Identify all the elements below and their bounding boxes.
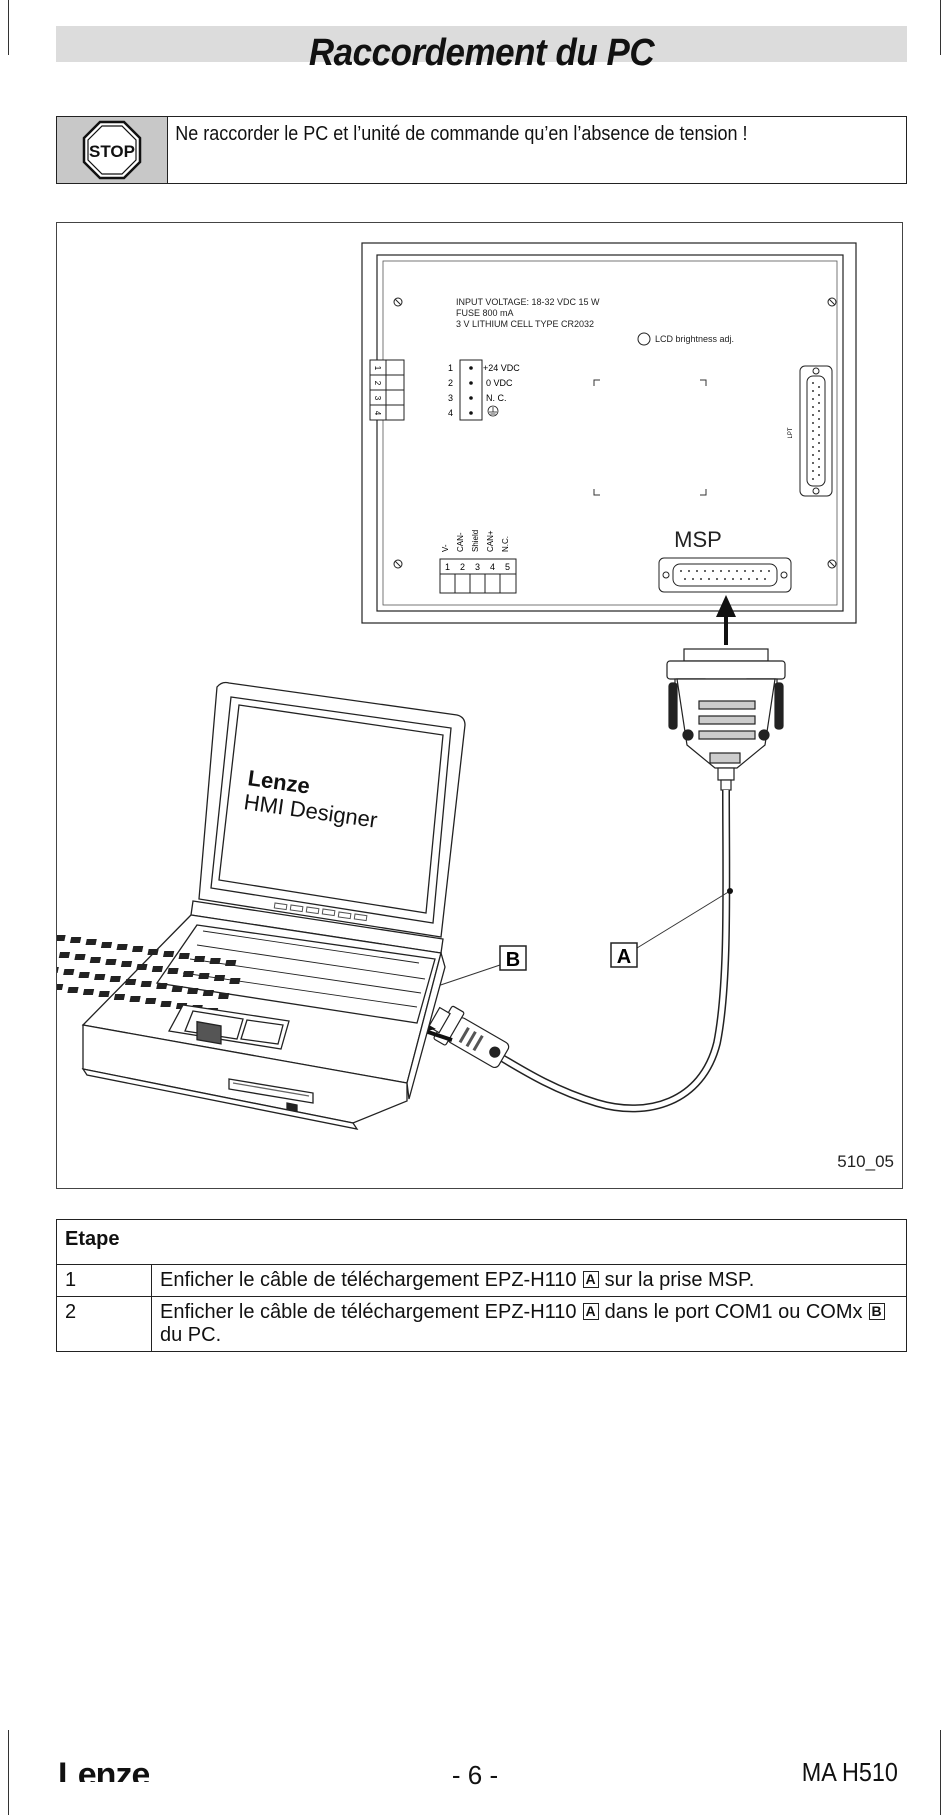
- panel-info-line-2: FUSE 800 mA: [456, 308, 514, 318]
- callout-a: A: [610, 888, 733, 968]
- callout-b-label: B: [506, 949, 520, 971]
- stop-sign-icon: STOP: [82, 120, 142, 180]
- stop-sign-text: STOP: [89, 142, 135, 161]
- figure-id: 510_05: [837, 1152, 894, 1171]
- steps-header: Etape: [56, 1219, 907, 1265]
- step-text-part: du PC.: [160, 1324, 222, 1346]
- power-pin-3: 3: [448, 393, 453, 403]
- warning-icon-cell: STOP: [57, 117, 168, 183]
- insert-arrow-up-icon: [716, 595, 736, 645]
- power-pin-1: 1: [448, 363, 453, 373]
- power-label-nc: N. C.: [486, 393, 507, 403]
- can-pin-4: 4: [490, 562, 495, 572]
- title-bar: [56, 26, 907, 62]
- can-pin-5: 5: [505, 562, 510, 572]
- lpt-label: LPT: [788, 427, 794, 438]
- msp-label: MSP: [674, 527, 722, 552]
- can-pin-1: 1: [445, 562, 450, 572]
- power-label-0v: 0 VDC: [486, 378, 513, 388]
- callout-badge-b: B: [868, 1303, 885, 1320]
- can-label-can-minus: CAN-: [456, 532, 465, 552]
- side-terminal-block: 1 2 3 4: [369, 359, 405, 421]
- ground-icon: [487, 405, 499, 417]
- step-text-part: sur la prise MSP.: [604, 1269, 755, 1291]
- crop-mark-top-left: [8, 0, 9, 55]
- steps-table: Etape 1 Enficher le câble de téléchargem…: [56, 1219, 907, 1352]
- crop-mark-bottom-right: [940, 1730, 941, 1815]
- warning-box: STOP Ne raccorder le PC et l’unité de co…: [56, 116, 907, 184]
- step-text-part: dans le port COM1 ou COMx: [604, 1301, 863, 1323]
- side-pin-4: 4: [373, 411, 382, 416]
- screw-icons: [393, 297, 837, 569]
- footer-logo: Lenze: [58, 1756, 150, 1782]
- can-pin-3: 3: [475, 562, 480, 572]
- power-pin-4: 4: [448, 408, 453, 418]
- can-label-can-plus: CAN+: [486, 530, 495, 552]
- power-terminal: 1 2 3 4 +24 VDC 0 VDC N. C.: [448, 359, 520, 421]
- subd-plug-b: [427, 1005, 510, 1069]
- table-row: 2 Enficher le câble de téléchargement EP…: [56, 1296, 907, 1352]
- crop-mark-top-right: [940, 0, 941, 55]
- msp-connector: MSP: [658, 527, 792, 593]
- keyboard-keys: [182, 930, 426, 1008]
- subd-plug-a: [666, 648, 786, 791]
- can-label-nc: N.C.: [501, 536, 510, 552]
- connection-figure: INPUT VOLTAGE: 18-32 VDC 15 W FUSE 800 m…: [56, 222, 903, 1189]
- lcd-brightness-knob-icon: [637, 332, 651, 346]
- side-pin-3: 3: [373, 396, 382, 401]
- table-row: 1 Enficher le câble de téléchargement EP…: [56, 1264, 907, 1297]
- callout-badge-a: A: [582, 1303, 599, 1320]
- can-terminal: V- CAN- Shield CAN+ N.C. 1 2 3 4 5: [439, 530, 517, 594]
- side-pin-2: 2: [373, 381, 382, 386]
- page-number: - 6 -: [451, 1760, 499, 1790]
- can-label-shield: Shield: [471, 530, 480, 552]
- display-corner-marks: [593, 379, 707, 496]
- step-text: Enficher le câble de téléchargement EPZ-…: [151, 1296, 907, 1352]
- panel-info-line-1: INPUT VOLTAGE: 18-32 VDC 15 W: [456, 297, 600, 307]
- step-number: 1: [56, 1264, 152, 1297]
- hmi-panel: INPUT VOLTAGE: 18-32 VDC 15 W FUSE 800 m…: [361, 242, 857, 624]
- step-text-part: Enficher le câble de téléchargement EPZ-…: [160, 1269, 577, 1291]
- lpt-connector: LPT: [788, 365, 833, 497]
- connection-diagram: INPUT VOLTAGE: 18-32 VDC 15 W FUSE 800 m…: [57, 242, 857, 1130]
- step-text: Enficher le câble de téléchargement EPZ-…: [151, 1264, 907, 1297]
- side-pin-1: 1: [373, 366, 382, 371]
- crop-mark-bottom-left: [8, 1730, 9, 1815]
- document-id: MA H510: [801, 1757, 898, 1787]
- power-pin-2: 2: [448, 378, 453, 388]
- panel-info-line-3: 3 V LITHIUM CELL TYPE CR2032: [456, 319, 594, 329]
- step-number: 2: [56, 1296, 152, 1352]
- warning-text: Ne raccorder le PC et l’unité de command…: [175, 123, 748, 145]
- power-label-24v: +24 VDC: [483, 363, 520, 373]
- lcd-brightness-label: LCD brightness adj.: [655, 334, 734, 344]
- can-label-v-minus: V-: [441, 544, 450, 552]
- can-pin-2: 2: [460, 562, 465, 572]
- step-text-part: Enficher le câble de téléchargement EPZ-…: [160, 1301, 577, 1323]
- callout-a-label: A: [617, 946, 631, 968]
- laptop-pc: Lenze HMI Designer: [57, 681, 466, 1130]
- page-title: Raccordement du PC: [308, 32, 655, 74]
- callout-badge-a: A: [582, 1271, 599, 1288]
- steps-header-row: Etape: [56, 1219, 907, 1265]
